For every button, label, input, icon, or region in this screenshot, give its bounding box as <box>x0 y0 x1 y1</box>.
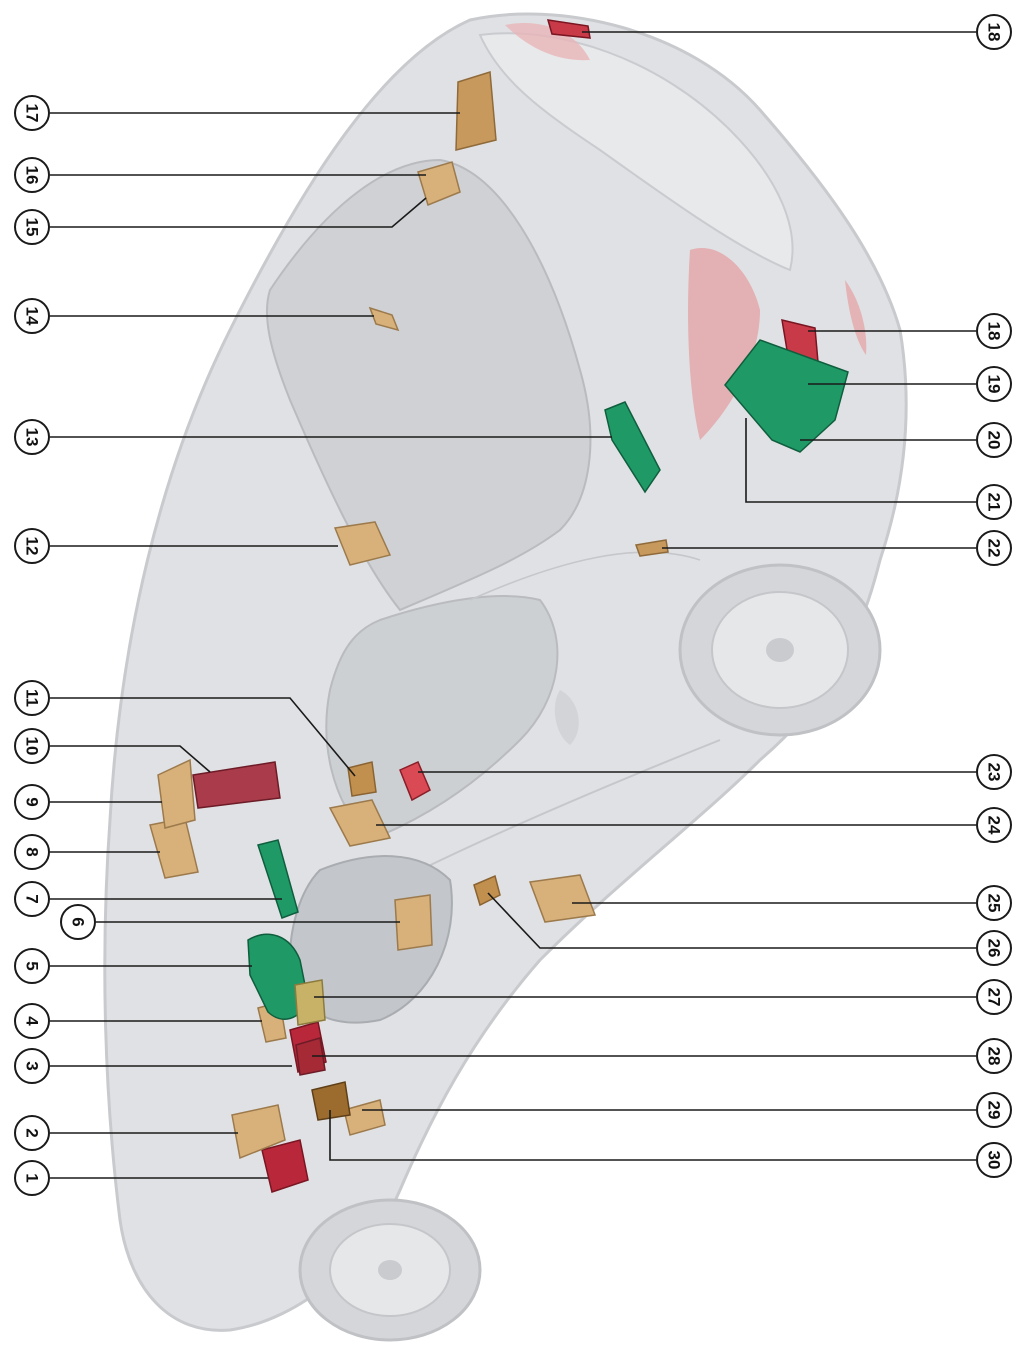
callout-number-21: 21 <box>985 493 1004 512</box>
callout-25: 25 <box>572 886 1011 920</box>
callout-number-14: 14 <box>23 307 42 326</box>
module-27 <box>295 980 325 1025</box>
callout-number-7: 7 <box>23 894 42 903</box>
callout-number-15: 15 <box>23 218 42 237</box>
rear-wheel <box>680 565 880 735</box>
callout-number-18b: 18 <box>985 322 1004 341</box>
callout-number-28: 28 <box>985 1047 1004 1066</box>
callout-number-19: 19 <box>985 375 1004 394</box>
callout-number-11: 11 <box>23 689 42 707</box>
callout-number-2: 2 <box>23 1128 42 1137</box>
callout-number-9: 9 <box>23 797 42 806</box>
callout-number-12: 12 <box>23 537 42 556</box>
module-17 <box>456 72 496 150</box>
callout-number-18a: 18 <box>985 23 1004 42</box>
callout-number-10: 10 <box>23 737 42 756</box>
callout-number-13: 13 <box>23 428 42 447</box>
callout-number-6: 6 <box>69 917 88 926</box>
callout-number-27: 27 <box>985 988 1004 1007</box>
module-6 <box>395 895 432 950</box>
callout-number-16: 16 <box>23 166 42 185</box>
callout-number-8: 8 <box>23 847 42 856</box>
callout-number-23: 23 <box>985 763 1004 782</box>
callout-number-25: 25 <box>985 894 1004 913</box>
vehicle-body <box>105 14 906 1340</box>
callout-number-5: 5 <box>23 961 42 970</box>
callout-number-3: 3 <box>23 1061 42 1070</box>
module-11 <box>348 762 376 796</box>
callout-number-29: 29 <box>985 1101 1004 1120</box>
callout-number-26: 26 <box>985 939 1004 958</box>
callout-number-20: 20 <box>985 431 1004 450</box>
callout-number-17: 17 <box>23 104 42 123</box>
callout-29: 29 <box>362 1093 1011 1127</box>
callout-number-22: 22 <box>985 539 1004 558</box>
callout-number-30: 30 <box>985 1151 1004 1170</box>
callout-number-4: 4 <box>23 1016 42 1026</box>
callout-number-24: 24 <box>985 816 1004 835</box>
callout-number-1: 1 <box>23 1173 42 1182</box>
front-wheel <box>300 1200 480 1340</box>
